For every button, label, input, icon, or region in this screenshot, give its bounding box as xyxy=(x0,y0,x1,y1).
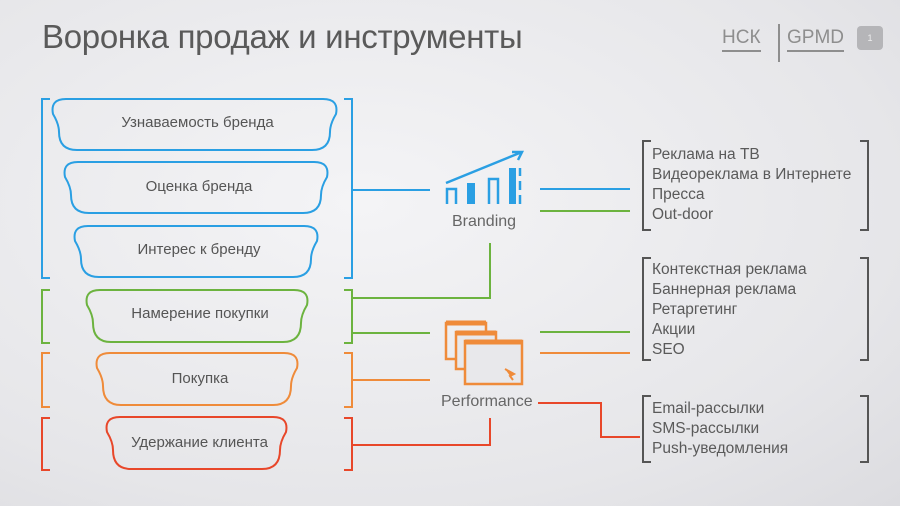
tool-item: Ретаргетинг xyxy=(652,301,738,318)
bracket-right-orange xyxy=(344,352,353,408)
tools-bracket-3-right xyxy=(860,395,869,463)
tools-bracket-2-left xyxy=(642,257,651,361)
funnel-stage-retention: Удержание клиента xyxy=(131,434,268,451)
logo-divider xyxy=(778,24,780,62)
tool-item: SEO xyxy=(652,341,685,358)
bracket-left-blue xyxy=(41,98,50,279)
bracket-right-red xyxy=(344,417,353,471)
page-number: 1 xyxy=(857,26,883,50)
bracket-right-blue xyxy=(344,98,353,279)
funnel-stage-1-shape xyxy=(51,98,338,151)
growth-chart-icon xyxy=(445,150,525,204)
bracket-right-green xyxy=(344,289,353,344)
bracket-left-orange xyxy=(41,352,50,408)
funnel-stage-6-shape xyxy=(105,416,288,470)
bracket-left-green xyxy=(41,289,50,344)
tool-item: Акции xyxy=(652,321,696,338)
logo-nsk: НСК xyxy=(722,28,761,52)
tools-bracket-1-right xyxy=(860,140,869,231)
funnel-stage-interest: Интерес к бренду xyxy=(137,241,261,258)
tool-item: Push-уведомления xyxy=(652,440,789,457)
browser-windows-icon xyxy=(444,320,524,386)
tools-bracket-2-right xyxy=(860,257,869,361)
tools-bracket-1-left xyxy=(642,140,651,231)
tool-item: SMS-рассылки xyxy=(652,420,760,437)
branding-label: Branding xyxy=(452,213,517,230)
performance-label: Performance xyxy=(441,393,533,410)
tool-item: Баннерная реклама xyxy=(652,281,797,298)
tool-item: Контекстная реклама xyxy=(652,261,807,278)
funnel-stage-awareness: Узнаваемость бренда xyxy=(121,114,274,131)
funnel-stage-intent: Намерение покупки xyxy=(131,305,269,322)
tool-item: Email-рассылки xyxy=(652,400,765,417)
tool-item: Видеореклама в Интернете xyxy=(652,166,852,183)
tools-bracket-3-left xyxy=(642,395,651,463)
bracket-left-red xyxy=(41,417,50,471)
funnel-stage-2-shape xyxy=(63,161,329,214)
tool-item: Реклама на ТВ xyxy=(652,146,760,163)
tool-item: Out-door xyxy=(652,206,714,223)
connector-green-branding xyxy=(353,243,491,299)
funnel-stage-purchase: Покупка xyxy=(171,370,229,387)
funnel-stage-3-shape xyxy=(73,225,319,278)
funnel-stage-4-shape xyxy=(85,289,309,343)
connector-performance-tools-red xyxy=(538,402,640,438)
connector-red-performance xyxy=(353,418,491,446)
funnel-stage-evaluation: Оценка бренда xyxy=(145,178,253,195)
tool-item: Пресса xyxy=(652,186,705,203)
page-title: Воронка продаж и инструменты xyxy=(42,18,523,55)
funnel-stage-5-shape xyxy=(95,352,299,406)
logo-gpmd: GPMD xyxy=(787,28,844,52)
